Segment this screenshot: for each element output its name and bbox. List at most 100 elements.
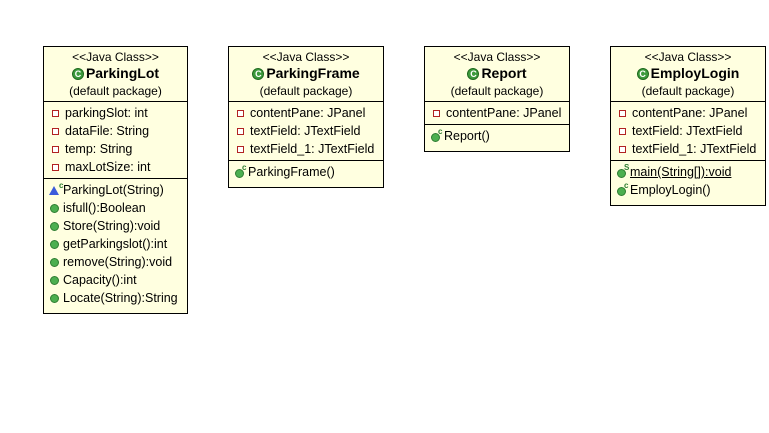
field-label: textField_1: JTextField — [250, 142, 375, 156]
public-method-icon — [50, 257, 59, 267]
private-field-icon — [237, 127, 244, 135]
stereotype-label: <<Java Class>> — [72, 50, 159, 64]
class-name: ParkingLot — [85, 65, 160, 81]
method-label: ParkingLot(String) — [63, 183, 164, 197]
package-constructor-icon: c — [49, 181, 63, 195]
field-row[interactable]: textField: JTextField — [229, 122, 383, 140]
field-row[interactable]: textField_1: JTextField — [611, 140, 765, 158]
constructor-marker: c — [242, 163, 247, 172]
fields-section: contentPane: JPanel — [425, 102, 569, 124]
public-method-icon — [50, 239, 59, 249]
class-icon: C — [71, 67, 84, 80]
private-field-icon — [433, 109, 440, 117]
package-label: (default package) — [641, 84, 735, 98]
method-row[interactable]: isfull():Boolean — [44, 199, 187, 217]
field-row[interactable]: textField_1: JTextField — [229, 140, 383, 158]
method-label: Report() — [444, 129, 490, 143]
stereotype-label: <<Java Class>> — [262, 50, 350, 64]
class-title: C ParkingFrame — [231, 64, 381, 83]
field-label: contentPane: JPanel — [446, 106, 562, 120]
public-method-icon — [50, 203, 59, 213]
stereotype-label: <<Java Class>> — [453, 50, 541, 64]
method-label: isfull():Boolean — [63, 201, 146, 215]
class-header: <<Java Class>> C ParkingFrame (default p… — [229, 47, 383, 102]
private-field-icon — [619, 109, 626, 117]
private-field-icon — [619, 127, 626, 135]
field-label: dataFile: String — [65, 124, 150, 138]
constructor-marker: c — [438, 127, 443, 136]
class-name: Report — [481, 65, 527, 81]
class-title: C EmployLogin — [613, 64, 763, 83]
field-label: textField: JTextField — [632, 124, 743, 138]
constructor-marker: c — [59, 180, 64, 190]
method-label: EmployLogin() — [630, 183, 711, 197]
package-label: (default package) — [450, 84, 544, 98]
class-box-parkingframe[interactable]: <<Java Class>> C ParkingFrame (default p… — [228, 46, 384, 188]
method-label: Locate(String):String — [63, 291, 178, 305]
field-row[interactable]: contentPane: JPanel — [425, 104, 569, 122]
private-field-icon — [52, 145, 59, 153]
class-name: ParkingFrame — [266, 65, 360, 81]
method-label: getParkingslot():int — [63, 237, 168, 251]
class-header: <<Java Class>> C Report (default package… — [425, 47, 569, 102]
constructor-icon: c — [235, 164, 246, 178]
field-label: contentPane: JPanel — [250, 106, 366, 120]
field-row[interactable]: maxLotSize: int — [44, 158, 187, 176]
class-title: C Report — [427, 64, 567, 83]
field-row[interactable]: textField: JTextField — [611, 122, 765, 140]
class-icon: C — [252, 67, 265, 80]
field-label: textField: JTextField — [250, 124, 361, 138]
field-label: parkingSlot: int — [65, 106, 148, 120]
private-field-icon — [237, 109, 244, 117]
method-label: ParkingFrame() — [248, 165, 335, 179]
field-label: contentPane: JPanel — [632, 106, 748, 120]
class-icon: C — [467, 67, 480, 80]
method-row[interactable]: Capacity():int — [44, 271, 187, 289]
field-label: maxLotSize: int — [65, 160, 151, 174]
method-label: Store(String):void — [63, 219, 161, 233]
public-method-icon — [50, 293, 59, 303]
fields-section: contentPane: JPanel textField: JTextFiel… — [611, 102, 765, 160]
private-field-icon — [619, 145, 626, 153]
field-label: temp: String — [65, 142, 133, 156]
field-row[interactable]: contentPane: JPanel — [229, 104, 383, 122]
constructor-marker: c — [624, 181, 629, 190]
method-row[interactable]: Store(String):void — [44, 217, 187, 235]
class-box-parkinglot[interactable]: <<Java Class>> C ParkingLot (default pac… — [43, 46, 188, 314]
field-row[interactable]: parkingSlot: int — [44, 104, 187, 122]
class-icon: C — [636, 67, 649, 80]
field-row[interactable]: dataFile: String — [44, 122, 187, 140]
private-field-icon — [237, 145, 244, 153]
method-row[interactable]: getParkingslot():int — [44, 235, 187, 253]
class-header: <<Java Class>> C EmployLogin (default pa… — [611, 47, 765, 102]
public-method-icon — [50, 221, 59, 231]
method-row[interactable]: remove(String):void — [44, 253, 187, 271]
constructor-icon: c — [617, 182, 628, 196]
static-marker: S — [624, 163, 630, 172]
field-row[interactable]: temp: String — [44, 140, 187, 158]
method-label: remove(String):void — [63, 255, 173, 269]
class-box-report[interactable]: <<Java Class>> C Report (default package… — [424, 46, 570, 152]
package-label: (default package) — [69, 84, 162, 98]
fields-section: parkingSlot: int dataFile: String temp: … — [44, 102, 187, 178]
method-label: Capacity():int — [63, 273, 137, 287]
method-row[interactable]: Locate(String):String — [44, 289, 187, 307]
field-row[interactable]: contentPane: JPanel — [611, 104, 765, 122]
stereotype-label: <<Java Class>> — [644, 50, 732, 64]
private-field-icon — [52, 163, 59, 171]
package-label: (default package) — [259, 84, 353, 98]
class-box-employlogin[interactable]: <<Java Class>> C EmployLogin (default pa… — [610, 46, 766, 206]
fields-section: contentPane: JPanel textField: JTextFiel… — [229, 102, 383, 160]
class-header: <<Java Class>> C ParkingLot (default pac… — [44, 47, 187, 102]
public-method-icon — [50, 275, 59, 285]
field-label: textField_1: JTextField — [632, 142, 757, 156]
private-field-icon — [52, 127, 59, 135]
